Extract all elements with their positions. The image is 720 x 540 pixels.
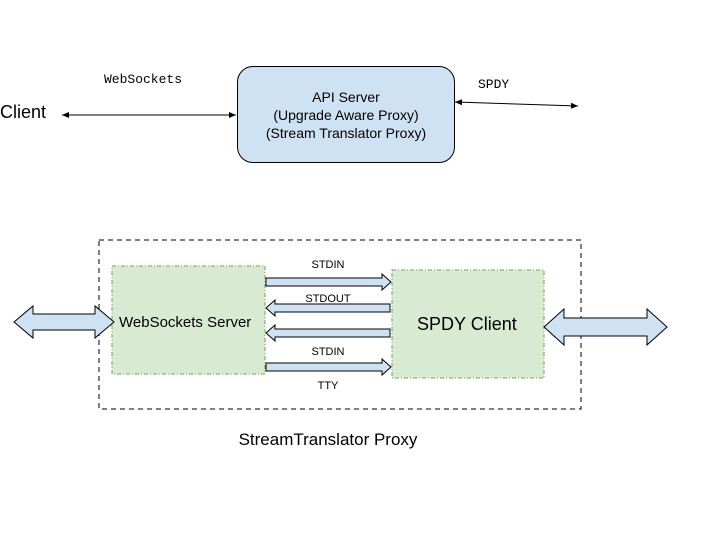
spdy-client-label: SPDY Client — [417, 314, 517, 334]
stdin-arrow-1 — [265, 272, 392, 292]
left-double-arrow — [13, 304, 115, 340]
stream-translator-proxy-label: StreamTranslator Proxy — [238, 430, 418, 449]
spdy-protocol-label: SPDY — [478, 77, 510, 92]
api-server-subtitle-stream: (Stream Translator Proxy) — [265, 124, 427, 141]
stream-label-stdin-1: STDIN — [312, 259, 345, 271]
api-server-box: API Server (Upgrade Aware Proxy) (Stream… — [237, 66, 455, 163]
tty-arrow — [265, 357, 392, 377]
stdout-arrow — [265, 298, 391, 318]
api-server-subtitle-upgrade: (Upgrade Aware Proxy) — [273, 106, 419, 123]
right-double-arrow — [543, 307, 668, 347]
websockets-protocol-label: WebSockets — [104, 72, 183, 87]
websockets-server-box — [111, 265, 266, 375]
client-label: Client — [0, 102, 47, 122]
stream-label-stdout: STDOUT — [305, 293, 351, 305]
stream-label-tty: TTY — [318, 380, 339, 392]
api-spdy-connector — [454, 99, 579, 109]
stream-label-stdin-2: STDIN — [312, 346, 345, 358]
stderr-arrow — [265, 323, 391, 343]
api-server-title: API Server — [312, 88, 380, 105]
websockets-server-label: WebSockets Server — [119, 314, 252, 331]
spdy-client-box — [391, 269, 545, 379]
